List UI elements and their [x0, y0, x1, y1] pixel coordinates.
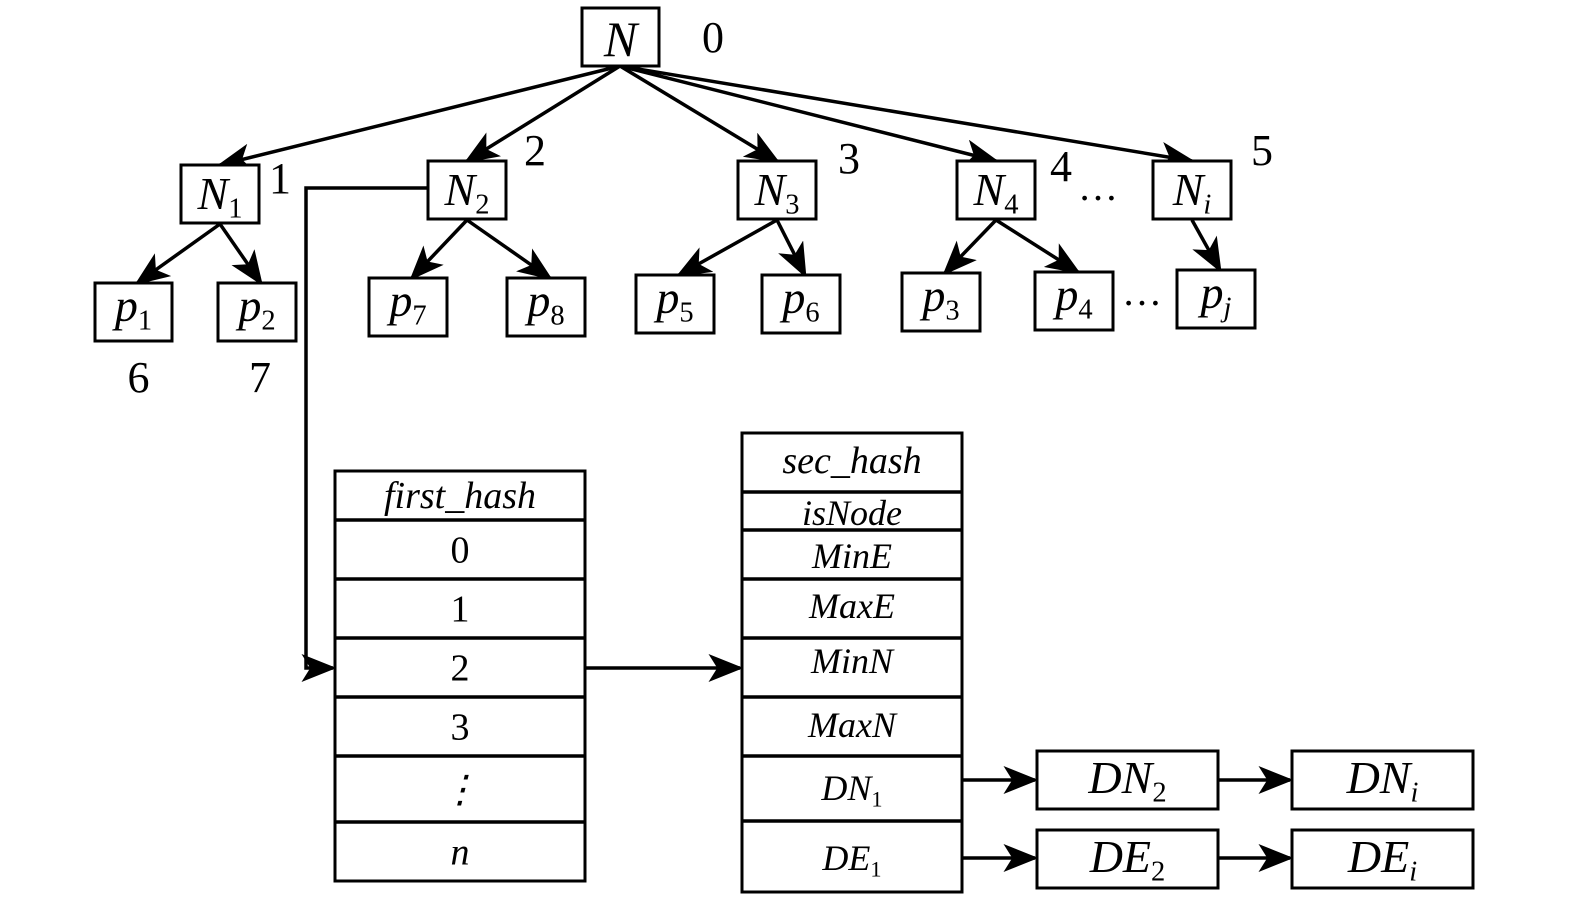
leaf-node [1033, 270, 1115, 332]
level1-node [736, 159, 818, 221]
leaf-edge-arrow [995, 218, 1081, 274]
first-hash-row: 2 [451, 648, 470, 690]
first-hash-row: 0 [451, 530, 470, 572]
level1-node-label: N4 [973, 164, 1019, 220]
level1-node-label: N3 [754, 164, 800, 220]
first-hash-table [333, 469, 587, 883]
leaf-node-label: p8 [524, 275, 564, 331]
leaf-node [216, 281, 298, 343]
leaf-node-label: p7 [386, 275, 426, 331]
level1-index-label: 4 [1050, 142, 1072, 191]
first-hash-row: 1 [451, 589, 470, 631]
leaf-node-label: p3 [919, 270, 959, 326]
sec-hash-table [740, 431, 964, 894]
sec-hash-row: isNode [802, 493, 902, 533]
sec-hash-row: MinE [811, 536, 892, 576]
dn-chain-node-label: DN2 [1087, 752, 1166, 808]
level1-index-label: 5 [1251, 126, 1273, 175]
de-chain-node-label: DEi [1347, 831, 1417, 887]
sec-hash-row: MinN [810, 641, 895, 681]
level1-index-label: 1 [269, 154, 291, 203]
level1-index-label: 2 [524, 126, 546, 175]
level1-node [426, 159, 508, 221]
root-index-label: 0 [702, 13, 724, 62]
sec-hash-row: DN1 [820, 768, 882, 811]
first-hash-header: first_hash [384, 475, 536, 517]
root-node [580, 6, 661, 68]
leaf-node-label: p6 [779, 272, 819, 328]
root-node-label: N [603, 11, 640, 67]
leaf-ellipsis: … [1122, 269, 1162, 314]
leaf-node [760, 273, 842, 335]
leaf-node [900, 271, 982, 333]
de-chain-node-label: DE2 [1089, 831, 1166, 887]
n2-to-first-hash-connector [301, 186, 428, 682]
leaf-index-label: 6 [128, 353, 150, 402]
level1-node [1151, 159, 1233, 221]
root-to-n2-arrow [464, 64, 621, 163]
leaf-node-label: p4 [1052, 269, 1092, 325]
sec-hash-row: MaxE [808, 586, 895, 626]
dn-chain-node-label: DNi [1346, 752, 1419, 808]
level1-node [955, 159, 1037, 221]
level1-node [179, 163, 261, 225]
leaf-node [634, 273, 716, 335]
leaf-node [505, 276, 587, 338]
first-hash-row: 3 [451, 707, 470, 749]
sec-hash-row: DE1 [821, 838, 881, 881]
leaf-edge-arrow [465, 218, 553, 281]
level1-index-label: 3 [838, 134, 860, 183]
leaf-edge-arrow [1190, 219, 1222, 274]
dn-chain-node [1290, 749, 1475, 811]
de-chain-node [1035, 828, 1220, 890]
sec-hash-row: MaxN [807, 705, 898, 745]
root-to-n1-arrow [216, 64, 621, 172]
level1-node-label: N1 [197, 168, 243, 224]
leaf-edge-arrow [218, 223, 263, 286]
level1-ellipsis: … [1078, 164, 1118, 209]
leaf-node [93, 281, 174, 343]
leaf-edge-arrow [942, 218, 998, 276]
leaf-node-label: p5 [653, 272, 693, 328]
de-chain-node [1290, 828, 1475, 890]
dn-chain-node [1035, 749, 1220, 811]
leaf-node-label: p2 [235, 280, 275, 336]
root-to-n3-arrow [619, 64, 780, 163]
leaf-node [1175, 268, 1257, 330]
leaf-index-label: 7 [249, 353, 271, 402]
leaf-edge-arrow [134, 222, 222, 286]
root-to-n5-arrow [619, 64, 1196, 170]
first-hash-row: n [451, 832, 470, 874]
leaf-node-label: p1 [112, 280, 152, 336]
level1-node-label: N2 [444, 164, 490, 220]
level1-node-label: Ni [1172, 164, 1212, 220]
leaf-edge-arrow [409, 218, 469, 281]
leaf-edge-arrow [675, 218, 778, 277]
sec-hash-header: sec_hash [782, 440, 921, 482]
first-hash-row: ⋮ [441, 769, 479, 811]
leaf-node-label: pj [1198, 267, 1232, 323]
root-to-n4-arrow [619, 64, 1000, 167]
leaf-node [367, 276, 449, 338]
leaf-edge-arrow [775, 219, 807, 279]
